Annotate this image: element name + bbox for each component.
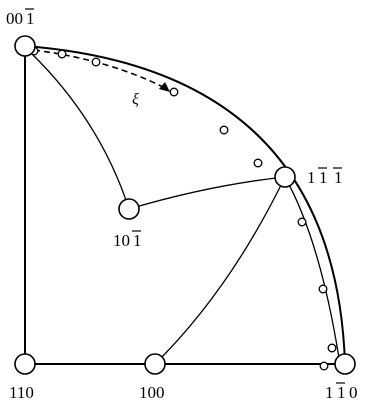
orientation-point bbox=[327, 343, 337, 353]
svg-text:1: 1 bbox=[334, 168, 343, 187]
svg-text:1: 1 bbox=[325, 383, 334, 402]
orientation-points bbox=[29, 46, 337, 371]
label-001bar: 00 1 bbox=[6, 8, 35, 28]
orientation-point bbox=[253, 158, 263, 168]
label-100: 100 bbox=[139, 383, 165, 402]
xi-path bbox=[33, 49, 166, 89]
trace-001-to-101 bbox=[29, 51, 130, 210]
pole-110 bbox=[14, 353, 36, 375]
trace-111-to-100 bbox=[154, 176, 286, 365]
pole-101bar bbox=[118, 198, 140, 220]
orientation-point bbox=[219, 125, 229, 135]
svg-text:00: 00 bbox=[6, 9, 23, 28]
orientation-point bbox=[57, 49, 67, 59]
xi-arrow-head bbox=[159, 82, 170, 92]
pole-001bar bbox=[14, 35, 36, 57]
svg-text:1: 1 bbox=[307, 168, 316, 187]
orientation-point bbox=[297, 217, 307, 227]
trace-111-to-110bar bbox=[284, 176, 340, 359]
label-101bar: 10 1 bbox=[113, 230, 142, 250]
outer-arc bbox=[24, 45, 346, 365]
orientation-point bbox=[318, 284, 328, 294]
svg-text:0: 0 bbox=[349, 383, 358, 402]
svg-text:1: 1 bbox=[26, 9, 35, 28]
label-110: 110 bbox=[9, 383, 34, 402]
trace-101-to-111 bbox=[128, 176, 286, 210]
orientation-point bbox=[91, 57, 101, 67]
svg-text:10: 10 bbox=[113, 231, 130, 250]
pole-100 bbox=[144, 353, 166, 375]
svg-text:1: 1 bbox=[133, 231, 142, 250]
label-111bar: 1 1 1 bbox=[307, 167, 343, 187]
svg-text:1: 1 bbox=[337, 383, 346, 402]
label-110bar: 1 1 0 bbox=[325, 382, 358, 402]
pole-110bar bbox=[334, 353, 356, 375]
orientation-point bbox=[169, 87, 179, 97]
svg-text:100: 100 bbox=[139, 383, 165, 402]
pole-111 bbox=[274, 166, 296, 188]
svg-text:1: 1 bbox=[319, 168, 328, 187]
svg-text:110: 110 bbox=[9, 383, 34, 402]
orientation-point bbox=[319, 361, 329, 371]
xi-label: ξ bbox=[132, 91, 139, 108]
